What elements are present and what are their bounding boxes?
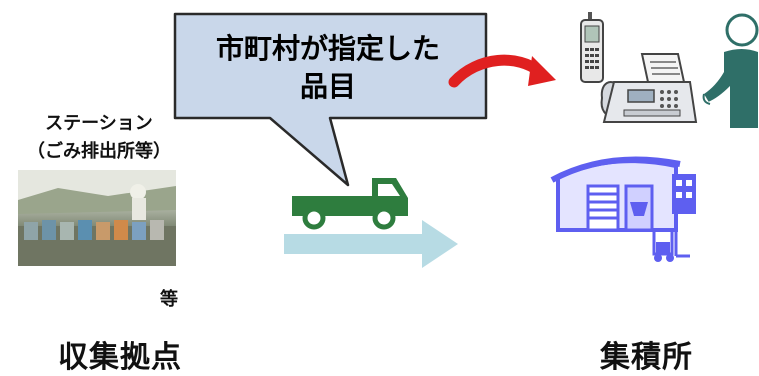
collection-point-label: 収集拠点	[58, 340, 182, 375]
red-arrow-icon	[448, 54, 556, 88]
station-label: ステーション （ごみ排出所等）	[14, 110, 184, 166]
storage-site-label: 集積所	[600, 340, 693, 375]
callout-line-1: 市町村が指定した	[215, 32, 440, 65]
station-photo	[18, 170, 176, 266]
flow-arrow-icon	[284, 220, 458, 268]
garbage-bins-image	[18, 170, 176, 266]
person-icon	[702, 13, 759, 128]
station-label-line-2: （ごみ排出所等）	[27, 141, 171, 162]
truck-icon	[292, 178, 408, 230]
mobile-phone-icon	[580, 12, 604, 83]
warehouse-icon	[550, 156, 696, 232]
station-label-line-1: ステーション	[45, 113, 153, 134]
forklift-icon	[652, 224, 690, 262]
callout-line-2: 品目	[299, 70, 356, 103]
etc-mark: 等	[160, 289, 178, 310]
callout-text: 市町村が指定した 品目	[178, 30, 478, 106]
fax-machine-icon	[600, 53, 698, 123]
